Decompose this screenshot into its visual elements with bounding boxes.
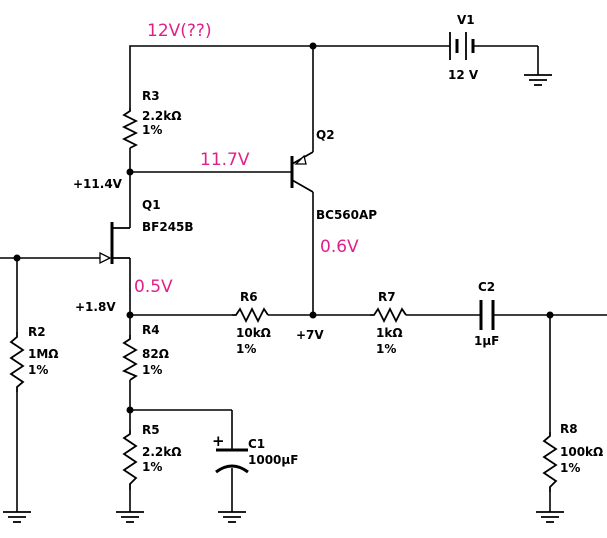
r7-tol: 1%: [376, 342, 396, 356]
q1-model: BF245B: [142, 220, 194, 234]
battery-v1: [449, 32, 475, 60]
annotation-q2-base: 11.7V: [200, 150, 250, 170]
resistor-r6: [232, 306, 269, 324]
r8-value: 100kΩ: [560, 445, 603, 459]
r4-tol: 1%: [142, 363, 162, 377]
ground-icon: [536, 511, 564, 523]
resistor-r4: [121, 335, 138, 381]
v1-value: 12 V: [448, 68, 479, 82]
resistor-r7: [370, 306, 407, 324]
resistor-r2: [9, 332, 25, 392]
capacitor-c1: [215, 448, 249, 474]
component-labels: V1 12 V R3 2.2kΩ 1% Q2 BC560AP Q1 BF245B…: [28, 13, 603, 475]
annotation-q2-collector: 0.6V: [320, 237, 359, 257]
node-voltage-labels: +11.4V +1.8V +7V: [73, 177, 324, 342]
junction-dot: [309, 42, 317, 50]
c1-plus: +: [212, 432, 225, 450]
junction-dot: [546, 311, 554, 319]
r3-value: 2.2kΩ: [142, 109, 181, 123]
r3-name: R3: [142, 89, 160, 103]
junction-dot: [13, 254, 21, 262]
annotation-supply: 12V(??): [147, 21, 212, 41]
r5-value: 2.2kΩ: [142, 445, 181, 459]
capacitor-c2: [479, 300, 495, 330]
q2-model: BC560AP: [316, 208, 377, 222]
node-voltage-output: +7V: [296, 328, 324, 342]
top-rail-wire: [129, 45, 450, 108]
r7-name: R7: [378, 290, 396, 304]
ground-icon: [3, 511, 31, 523]
r2-tol: 1%: [28, 363, 48, 377]
ground-icon: [524, 74, 552, 86]
measurement-annotations: 12V(??) 11.7V 0.6V 0.5V: [134, 21, 359, 297]
q2-name: Q2: [316, 128, 335, 142]
resistor-r5: [122, 430, 138, 490]
c1-value: 1000µF: [248, 453, 298, 467]
c1-name: C1: [248, 437, 265, 451]
r8-tol: 1%: [560, 461, 580, 475]
resistors: [9, 108, 558, 492]
annotation-q1-source: 0.5V: [134, 277, 173, 297]
r2-name: R2: [28, 325, 46, 339]
node-voltage-q1-source: +1.8V: [75, 300, 116, 314]
junction-dot: [126, 168, 134, 176]
resistor-r8: [542, 432, 558, 492]
junction-dot: [309, 311, 317, 319]
r4-name: R4: [142, 323, 160, 337]
c2-name: C2: [478, 280, 495, 294]
ground-icon: [116, 511, 144, 523]
transistor-q1: [99, 222, 130, 265]
junctions: [13, 42, 554, 414]
q1-gate-arrow-icon: [99, 251, 112, 265]
r8-name: R8: [560, 422, 578, 436]
c2-value: 1µF: [474, 334, 499, 348]
ground-symbols: [3, 74, 564, 523]
r5-tol: 1%: [142, 460, 162, 474]
wires: [0, 45, 607, 512]
r6-tol: 1%: [236, 342, 256, 356]
junction-dot: [126, 406, 134, 414]
r4-value: 82Ω: [142, 347, 169, 361]
r5-name: R5: [142, 423, 160, 437]
q2-emitter-arrow-icon: [294, 154, 307, 165]
ground-icon: [218, 511, 246, 523]
v1-name: V1: [457, 13, 475, 27]
r7-value: 1kΩ: [376, 326, 403, 340]
junction-dot: [126, 311, 134, 319]
resistor-r3: [121, 108, 139, 149]
r2-value: 1MΩ: [28, 347, 59, 361]
r3-tol: 1%: [142, 123, 162, 137]
node-voltage-q1-drain: +11.4V: [73, 177, 123, 191]
r6-name: R6: [240, 290, 258, 304]
transistor-q2: [290, 151, 314, 193]
q1-name: Q1: [142, 198, 161, 212]
r6-value: 10kΩ: [236, 326, 271, 340]
